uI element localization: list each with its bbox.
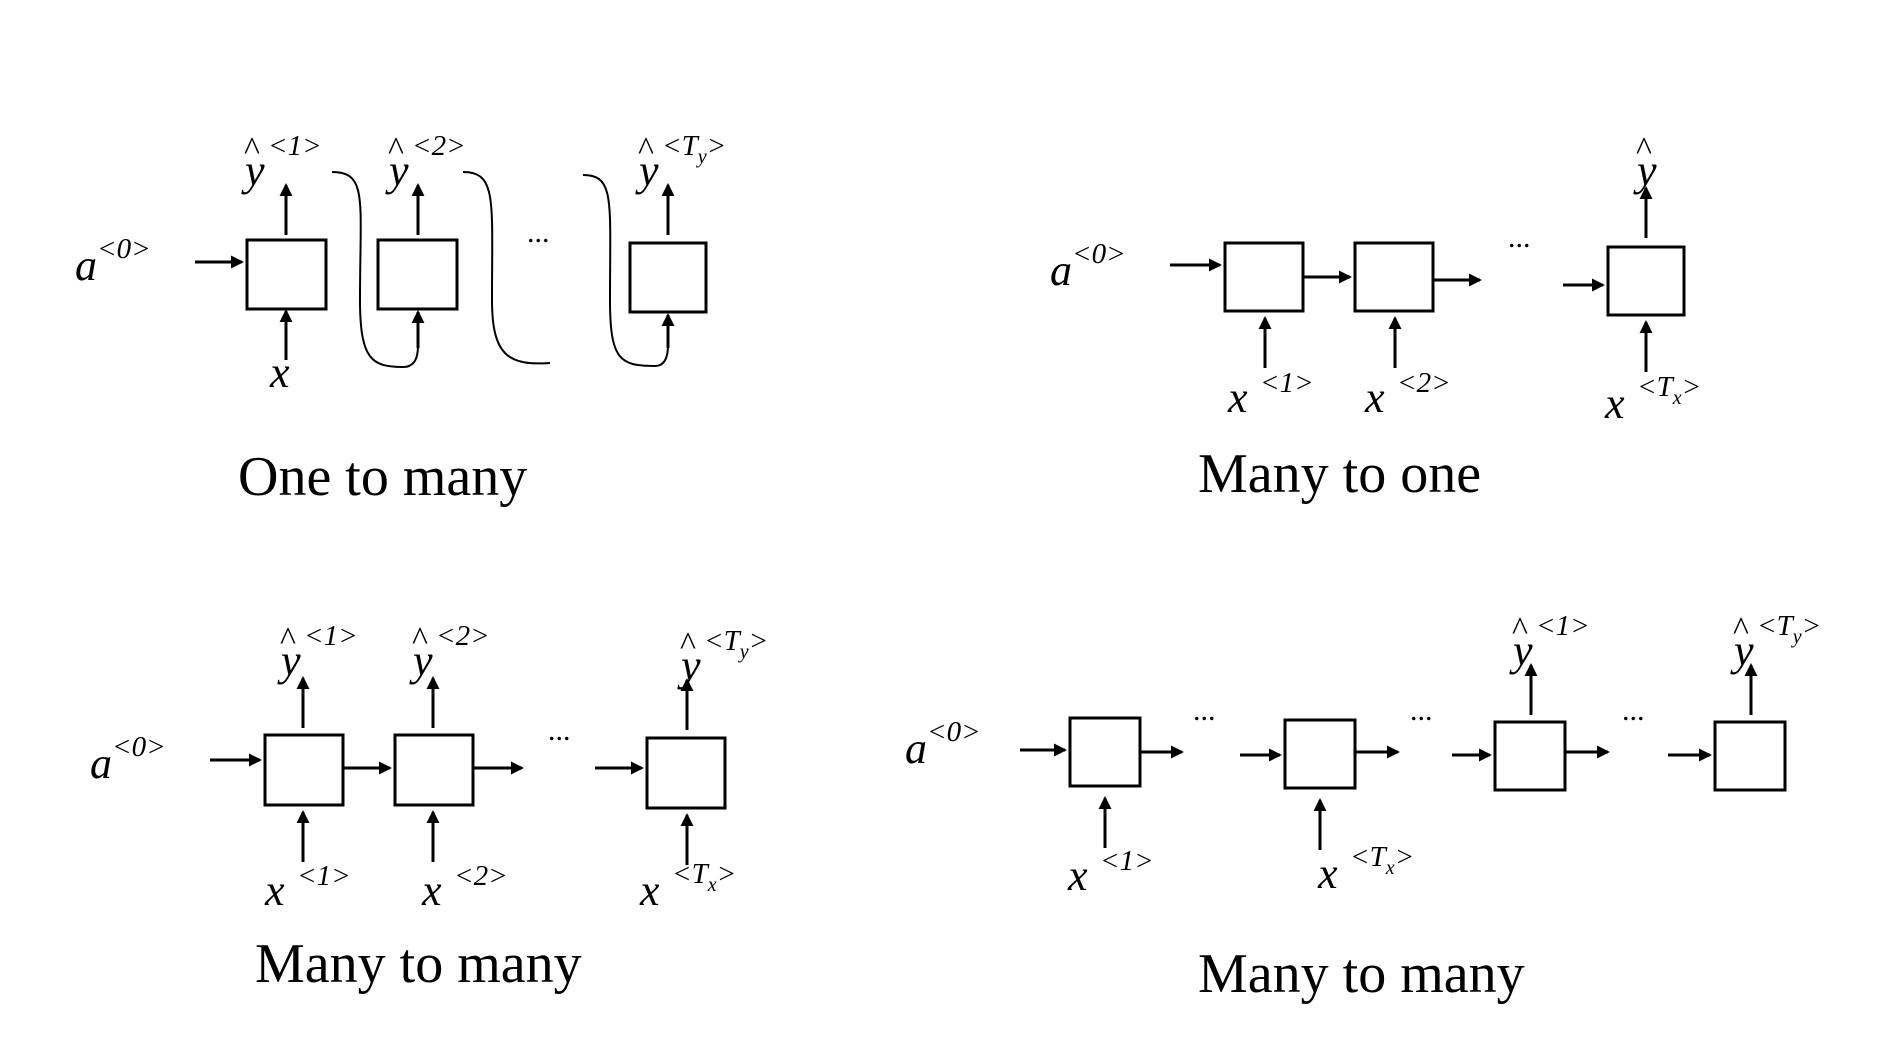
rnn-cell-2 [1283,718,1357,790]
panel-many-to-many-encoder-decoder: a<0> ... ... ... x<1> x<Tx> ^ y<1> ^ y<T… [905,610,1821,1005]
rnn-cell-2 [393,733,475,807]
rnn-cell-1 [1068,716,1142,788]
caption-one-to-many: One to many [238,446,527,508]
hat-y2: ^ [412,621,428,658]
label-a0: a<0> [1050,238,1126,295]
rnn-cell-2 [1353,241,1435,313]
label-a0: a<0> [90,731,166,788]
rnn-cell-3 [645,736,727,810]
label-y1: y<1> [241,130,322,195]
rnn-cell-3 [628,241,708,314]
rnn-cell-1 [1223,241,1305,313]
hat-y: ^ [1636,131,1652,168]
ellipsis-1: ... [548,714,571,747]
panel-many-to-one: a<0> ... ^ y x<1> x<2> x<Tx> Many to one [1050,131,1701,505]
ellipsis-1: ... [1508,221,1531,254]
label-a0: a<0> [905,716,981,773]
hat-y1: ^ [280,621,296,658]
label-y3: y<Ty> [677,625,768,690]
hat-y1: ^ [244,131,260,168]
label-x: x [269,348,290,397]
label-y3: y<Ty> [635,130,726,195]
label-y1: y<1> [277,620,358,685]
label-y: y [1633,146,1657,195]
ellipsis-2: ... [1410,694,1433,727]
label-y2: y<2> [385,130,466,195]
hat-y2: ^ [388,131,404,168]
ellipsis-3: ... [1622,694,1645,727]
label-a0: a<0> [75,233,151,290]
caption-many-to-one: Many to one [1198,443,1481,505]
rnn-cell-1 [245,238,328,311]
label-y1: y<1> [1509,610,1590,675]
label-x3: x<Tx> [1604,371,1701,428]
label-x2: x<2> [421,860,508,915]
ellipsis-1: ... [1193,694,1216,727]
panel-one-to-many: a<0> x ^ y<1> ^ y<2> ^ y<Ty> ... One to … [75,130,726,508]
feedback-curve-1 [331,171,419,369]
rnn-cell-1 [263,733,345,807]
rnn-cell-4 [1713,720,1787,792]
caption-many-to-many-2: Many to many [1198,943,1525,1005]
hat-y3: ^ [680,626,696,663]
label-x2: x<2> [1364,367,1451,422]
rnn-cell-2 [376,238,459,311]
label-x1: x<1> [1227,367,1314,422]
feedback-curve-3 [582,174,669,368]
caption-many-to-many-1: Many to many [255,933,582,995]
panel-many-to-many-synced: a<0> ... ^ y<1> ^ y<2> ^ y<Ty> x<1> x<2>… [90,620,768,995]
hat-y1: ^ [1512,611,1528,648]
label-x1: x<1> [264,860,351,915]
rnn-cell-3 [1493,720,1567,792]
label-x3: x<Tx> [639,858,736,915]
label-x2: x<Tx> [1317,841,1414,898]
feedback-curve-2 [462,171,551,365]
ellipsis-1: ... [527,216,550,249]
label-y2: y<Ty> [1730,610,1821,675]
label-x1: x<1> [1067,845,1154,900]
hat-y2: ^ [1733,611,1749,648]
rnn-cell-3 [1606,245,1686,317]
label-y2: y<2> [409,620,490,685]
hat-y3: ^ [638,131,654,168]
